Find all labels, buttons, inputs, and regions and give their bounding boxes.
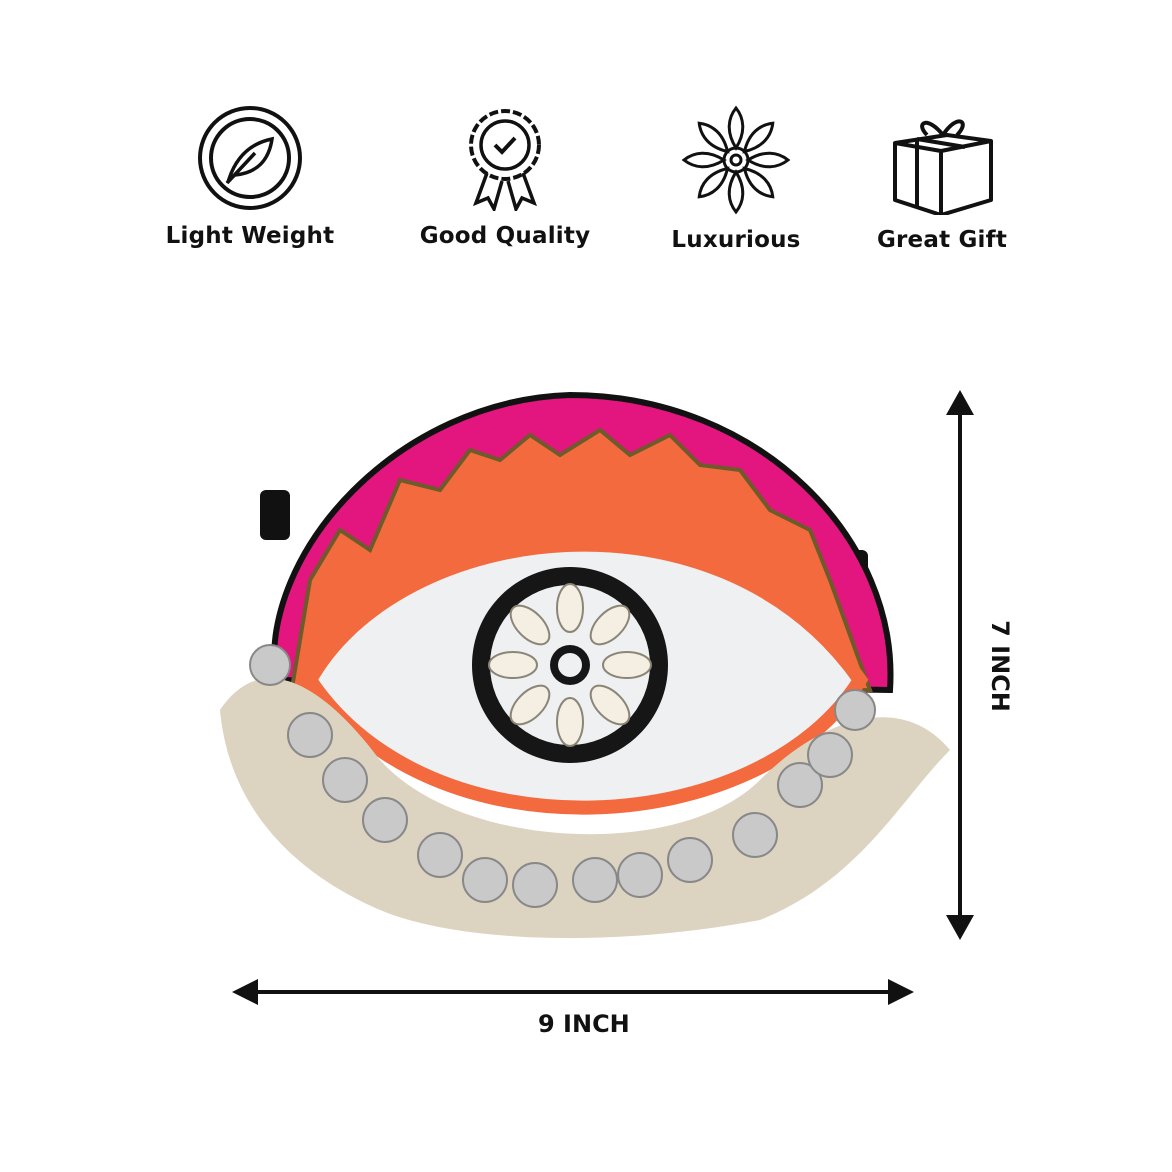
feature-light-weight: Light Weight (150, 105, 350, 249)
height-arrow (946, 390, 974, 940)
feature-label: Luxurious (671, 227, 801, 253)
feature-luxurious: Luxurious (636, 105, 836, 253)
product-image-evil-eye-bag (220, 391, 950, 939)
flower-icon (682, 105, 790, 214)
feature-good-quality: Good Quality (405, 105, 605, 249)
width-label: 9 INCH (538, 1010, 630, 1038)
feature-great-gift: Great Gift (842, 105, 1042, 253)
feature-label: Good Quality (419, 223, 591, 249)
width-arrow (232, 979, 914, 1005)
height-label: 7 INCH (986, 620, 1014, 712)
quality-badge-icon (469, 109, 541, 211)
feature-label: Light Weight (165, 223, 335, 249)
feature-label: Great Gift (876, 227, 1008, 253)
gift-box-icon (893, 119, 993, 215)
feather-icon (198, 106, 302, 210)
